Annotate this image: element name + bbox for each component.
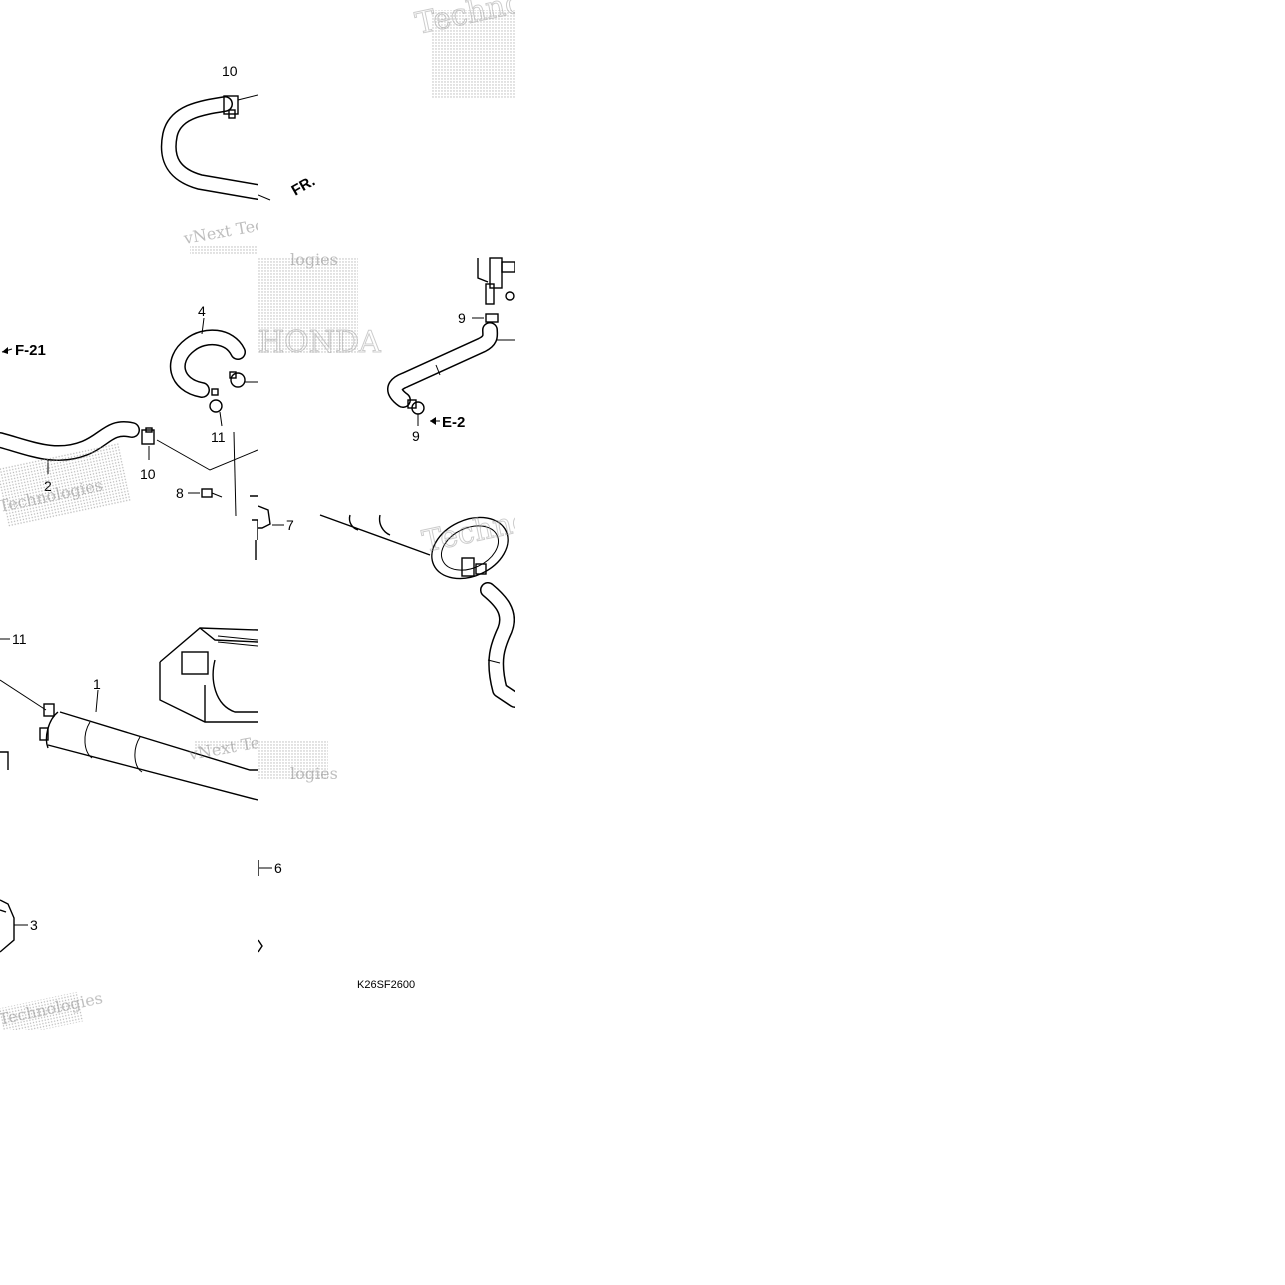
ref-e2: E-2 (442, 414, 465, 431)
right-panel: Techno HONDA logies logies FR. 9 (258, 0, 533, 991)
watermark-dots (0, 245, 258, 1030)
callout-9-top: 9 (458, 310, 466, 326)
callout-10-top: 10 (222, 63, 238, 79)
callout-6: 6 (274, 860, 282, 876)
clamp-10-lower (141, 427, 155, 445)
callout-4: 4 (198, 303, 206, 319)
callout-10-lower: 10 (140, 466, 156, 482)
fitting-top-right (477, 257, 515, 305)
front-label: FR. (289, 173, 318, 200)
hose-4 (169, 329, 246, 398)
bolt-8 (201, 488, 223, 498)
diagram-code: K26SF2600 (357, 979, 415, 991)
ref-f21: F-21 (15, 342, 46, 359)
watermark: logies (290, 764, 338, 783)
hose-right (387, 322, 499, 408)
clamp-10-top (223, 95, 239, 119)
callout-3: 3 (30, 917, 38, 933)
clamp-11-top (209, 371, 246, 413)
canister-holder (159, 627, 258, 723)
part-3 (0, 899, 15, 953)
callout-7: 7 (286, 517, 294, 533)
callout-5: 5 (258, 588, 266, 604)
watermark-dots (258, 10, 515, 780)
hose-2 (0, 421, 140, 462)
canister-1 (39, 703, 258, 801)
watermark: vNext Technologies (181, 202, 342, 248)
watermark: Techno (419, 503, 533, 560)
callout-9-lower: 9 (412, 428, 420, 444)
callout-11-lower: 11 (12, 631, 27, 647)
callout-11-top: 11 (211, 429, 226, 445)
watermark: HONDA (258, 325, 381, 360)
hose-top (160, 96, 258, 200)
watermark: logies (290, 250, 338, 269)
callout-1: 1 (93, 676, 101, 692)
left-panel: 10 4 11 F-21 (0, 63, 342, 1030)
canister-end (319, 514, 509, 580)
callout-8: 8 (176, 485, 184, 501)
hose-canister-out (480, 582, 515, 708)
bracket-7 (258, 505, 271, 529)
clamp-9-top (485, 313, 499, 323)
